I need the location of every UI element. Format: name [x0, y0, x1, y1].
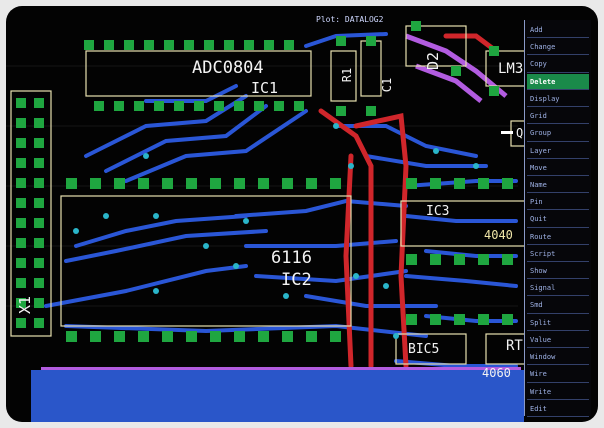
menu-item-change[interactable]: Change [527, 39, 589, 56]
component-value-ic3: 4040 [484, 228, 513, 242]
component-label-ic3[interactable]: IC3 [426, 204, 450, 219]
component-value-ic2[interactable]: 6116 [271, 248, 312, 268]
menu-item-move[interactable]: Move [527, 160, 589, 176]
menu-item-name[interactable]: Name [527, 177, 589, 194]
component-label-d2[interactable]: D2 [424, 51, 443, 71]
bottom-blue-region [31, 370, 524, 422]
menu-item-pin[interactable]: Pin [527, 194, 589, 211]
bottom-layer-traces [318, 33, 499, 369]
menu-item-script[interactable]: Script [527, 246, 589, 263]
component-label-rt[interactable]: RT [506, 338, 523, 354]
crosshair-marker [501, 131, 513, 134]
component-outlines [10, 25, 532, 365]
menu-item-wire[interactable]: Wire [527, 366, 589, 383]
component-label-ic5[interactable]: BIC5 [408, 342, 440, 357]
component-label-lm3[interactable]: LM3 [498, 61, 524, 77]
component-label-c1[interactable]: C1 [380, 77, 395, 93]
menu-item-delete[interactable]: Delete [527, 73, 589, 90]
component-label-x1[interactable]: X1 [16, 295, 35, 315]
menu-item-add[interactable]: Add [527, 22, 589, 39]
menu-item-split[interactable]: Split [527, 315, 589, 331]
menu-item-grid[interactable]: Grid [527, 108, 589, 125]
component-label-adc[interactable]: ADC0804 [192, 58, 264, 78]
vias [73, 123, 479, 339]
plot-label: Plot: DATALOG2 [316, 15, 384, 24]
menu-item-write[interactable]: Write [527, 384, 589, 400]
menu-item-display[interactable]: Display [527, 91, 589, 108]
component-label-ic1[interactable]: IC1 [251, 79, 279, 97]
menu-item-copy[interactable]: Copy [527, 56, 589, 73]
component-label-q[interactable]: Q [516, 126, 524, 140]
menu-item-layer[interactable]: Layer [527, 143, 589, 159]
component-label-ic2[interactable]: IC2 [281, 270, 312, 290]
menu-item-edit[interactable]: Edit [527, 401, 589, 417]
component-value-ic5: 4060 [482, 366, 511, 380]
component-label-r1[interactable]: R1 [340, 67, 355, 83]
top-layer-traces [44, 32, 518, 368]
menu-item-smd[interactable]: Smd [527, 297, 589, 314]
menu-item-signal[interactable]: Signal [527, 280, 589, 297]
menu-item-quit[interactable]: Quit [527, 211, 589, 228]
menu-item-window[interactable]: Window [527, 349, 589, 366]
pcb-editor-screen: Plot: DATALOG2 ADC0804 IC1 R1 C1 D2 LM3 … [6, 6, 598, 422]
menu-item-show[interactable]: Show [527, 263, 589, 280]
menu-item-group[interactable]: Group [527, 125, 589, 142]
menu-item-value[interactable]: Value [527, 332, 589, 349]
menu-item-route[interactable]: Route [527, 229, 589, 245]
